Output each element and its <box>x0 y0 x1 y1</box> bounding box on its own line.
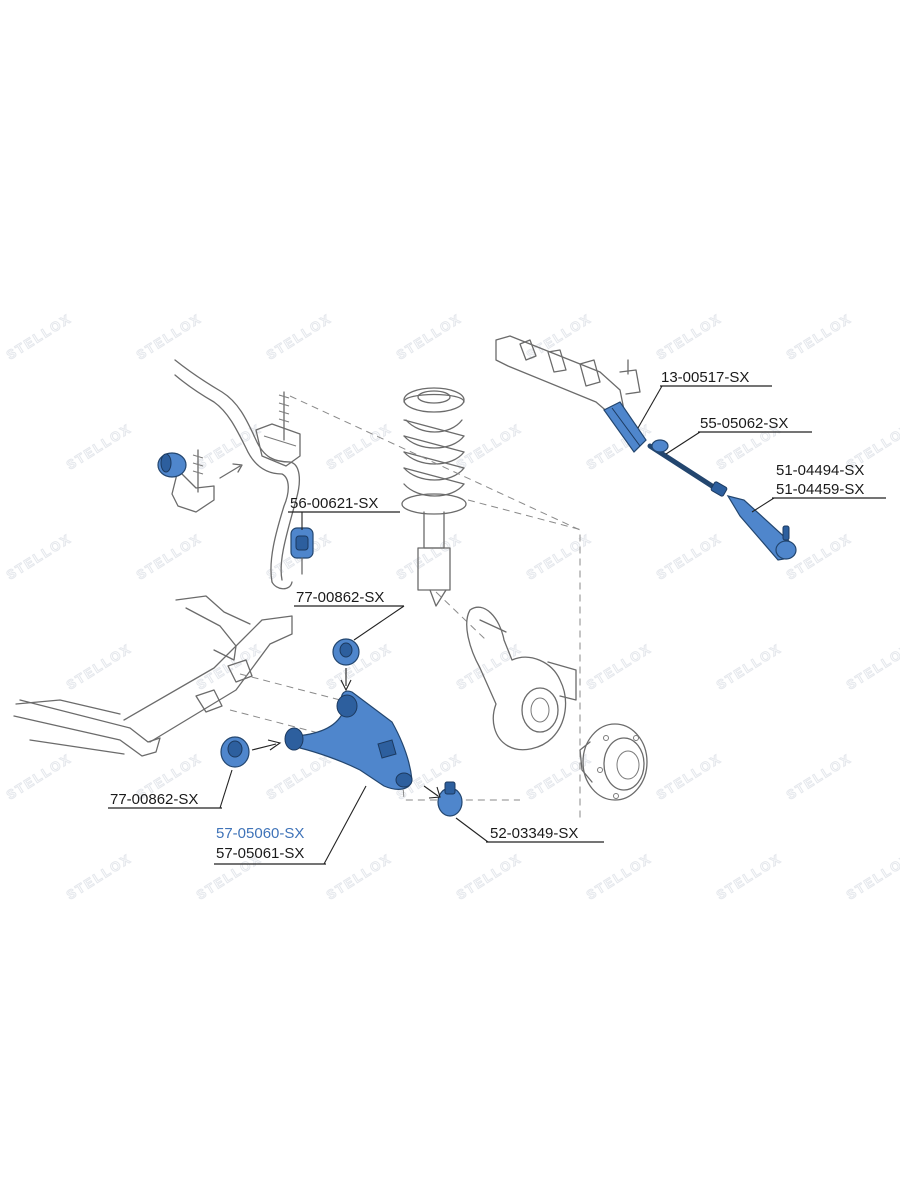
subframe <box>13 595 520 801</box>
watermark-text: STELLOX <box>4 531 75 583</box>
watermark-text: STELLOX <box>654 751 725 803</box>
watermark-text: STELLOX <box>454 851 525 903</box>
watermark-text: STELLOX <box>394 531 465 583</box>
watermark-text: STELLOX <box>584 851 655 903</box>
label-52-03349-sx: 52-03349-SX <box>490 825 578 842</box>
arm-bushing-rear-part <box>220 736 282 768</box>
watermark-text: STELLOX <box>64 421 135 473</box>
watermark-text: STELLOX <box>264 751 335 803</box>
watermark-text: STELLOX <box>394 311 465 363</box>
label-13-00517-sx: 13-00517-SX <box>661 369 749 386</box>
strut-spring <box>289 387 583 820</box>
watermark-text: STELLOX <box>64 851 135 903</box>
label-77-00862-sx-left: 77-00862-SX <box>110 791 198 808</box>
watermark-text: STELLOX <box>134 531 205 583</box>
steering-knuckle <box>466 606 577 751</box>
watermark-text: STELLOX <box>194 421 265 473</box>
watermark-text: STELLOX <box>4 751 75 803</box>
watermark-text: STELLOX <box>844 851 900 903</box>
watermark-text: STELLOX <box>844 641 900 693</box>
watermark-text: STELLOX <box>454 421 525 473</box>
watermark-text: STELLOX <box>654 531 725 583</box>
watermark-text: STELLOX <box>134 311 205 363</box>
watermark-text: STELLOX <box>324 851 395 903</box>
label-77-00862-sx-top: 77-00862-SX <box>296 589 384 606</box>
watermark-text: STELLOX <box>784 751 855 803</box>
stabilizer-bar <box>157 359 301 590</box>
label-56-00621-sx: 56-00621-SX <box>290 495 378 512</box>
label-51-04459-sx: 51-04459-SX <box>776 481 864 498</box>
label-55-05062-sx: 55-05062-SX <box>700 415 788 432</box>
watermark-text: STELLOX <box>524 311 595 363</box>
label-57-05060-sx: 57-05060-SX <box>216 825 304 842</box>
watermark-text: STELLOX <box>784 311 855 363</box>
watermark-text: STELLOX <box>4 311 75 363</box>
watermark-text: STELLOX <box>654 311 725 363</box>
watermark-text: STELLOX <box>264 311 335 363</box>
watermark-text: STELLOX <box>714 851 785 903</box>
label-51-04494-sx: 51-04494-SX <box>776 462 864 479</box>
ball-joint-part <box>423 781 463 817</box>
watermark-text: STELLOX <box>454 641 525 693</box>
label-57-05061-sx: 57-05061-SX <box>216 845 304 862</box>
lower-control-arm-part <box>284 690 413 790</box>
arm-bushing-front-part <box>332 638 360 692</box>
wheel-hub <box>579 723 648 801</box>
tie-rod-end-part <box>710 481 797 561</box>
steering-boot-part <box>603 401 647 453</box>
watermark-text: STELLOX <box>64 641 135 693</box>
label-leaders <box>108 385 886 865</box>
watermark-text: STELLOX <box>584 641 655 693</box>
watermark-text: STELLOX <box>714 641 785 693</box>
watermark-text: STELLOX <box>524 531 595 583</box>
inner-tie-rod-part <box>647 439 715 489</box>
watermark-text: STELLOX <box>784 531 855 583</box>
